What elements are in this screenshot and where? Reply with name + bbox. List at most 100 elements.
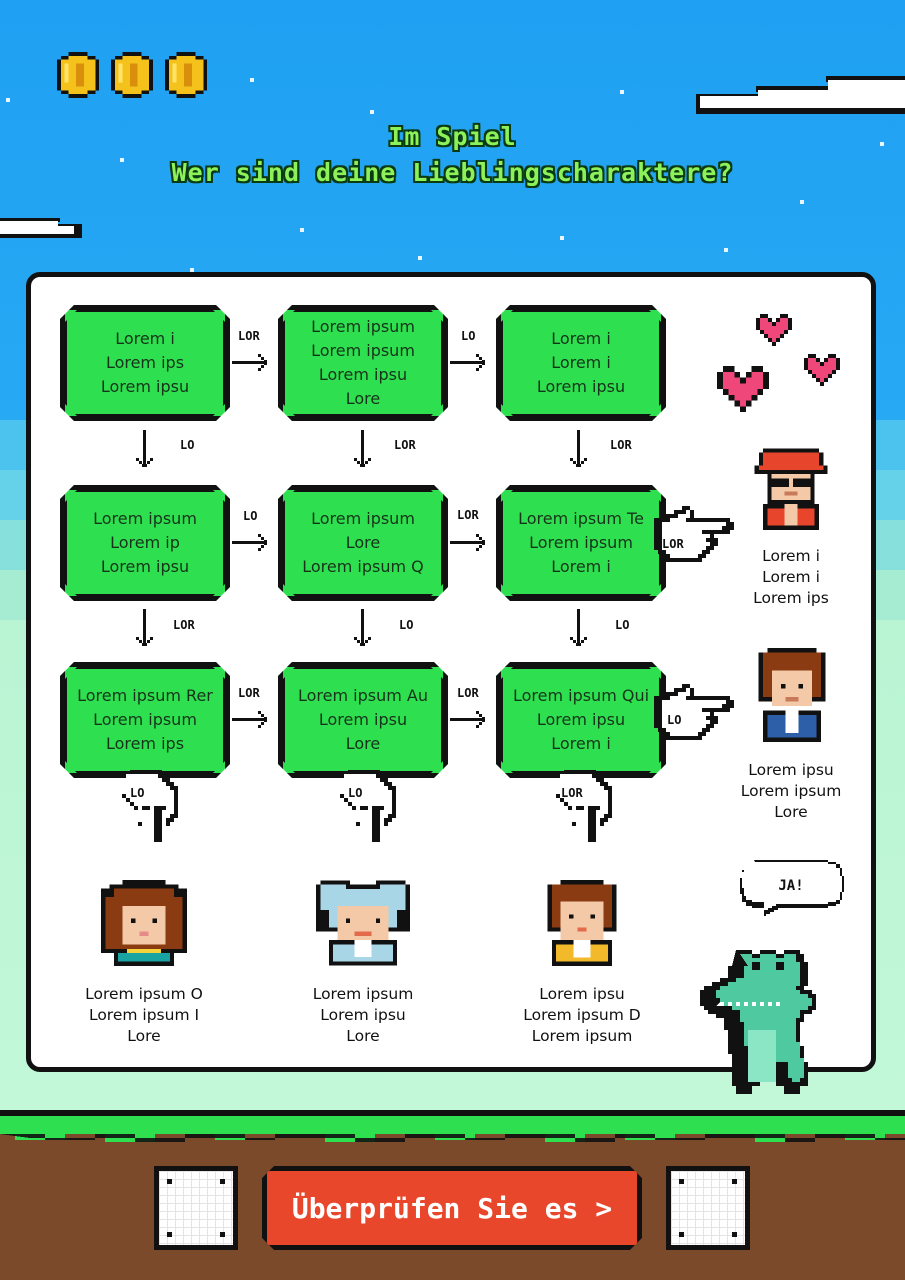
speech-bubble-text: JA! xyxy=(778,878,804,894)
flow-box-text: Lorem i xyxy=(551,329,611,348)
arrow-right-icon xyxy=(450,534,485,551)
check-it-button[interactable]: Überprüfen Sie es > xyxy=(262,1166,642,1250)
caption-line: Lorem i xyxy=(762,568,820,586)
connector-label: LOR xyxy=(610,438,632,452)
flow-box-text: Lorem ipsum xyxy=(93,710,197,729)
flow-box-9[interactable]: Lorem ipsum Qui Lorem ipsu Lorem i xyxy=(496,662,666,778)
flow-box-text: Lorem ipsum xyxy=(311,341,415,360)
star xyxy=(6,98,10,102)
connector-label: LOR xyxy=(238,686,260,700)
star xyxy=(190,268,194,272)
grandma-character-avatar xyxy=(316,880,410,966)
sunglasses-character-avatar xyxy=(754,448,828,530)
arrow-right-icon xyxy=(450,354,485,371)
heart-icon xyxy=(717,366,769,412)
arrow-down-icon xyxy=(354,430,371,467)
arrow-down-icon xyxy=(136,430,153,467)
flow-box-6[interactable]: Lorem ipsum Te Lorem ipsum Lorem i xyxy=(496,485,666,601)
flow-box-text: Lorem i xyxy=(551,734,611,753)
caption-line: Lorem ipsum xyxy=(531,1027,633,1045)
pointing-down-hand-icon xyxy=(122,770,178,842)
flow-box-text: Lorem ipsu xyxy=(536,377,626,396)
hand-label: LO xyxy=(348,786,363,800)
character-caption: Lorem ipsu Lorem ipsum Lore xyxy=(730,760,852,823)
flow-box-text: Lorem ipsum xyxy=(311,509,415,528)
flow-box-text: Lorem ipsum Rer xyxy=(77,686,213,705)
flow-box-text: Lorem ipsu xyxy=(100,377,190,396)
flow-box-text: Lorem ipsum Au xyxy=(298,686,428,705)
flow-box-1[interactable]: Lorem i Lorem ips Lorem ipsu xyxy=(60,305,230,421)
arrow-down-icon xyxy=(136,609,153,646)
connector-label: LO xyxy=(399,618,414,632)
flow-box-text: Lorem ipsum xyxy=(529,533,633,552)
flow-box-text: Lore xyxy=(345,734,381,753)
star xyxy=(800,200,804,204)
connector-label: LO xyxy=(615,618,630,632)
pointing-hand-icon xyxy=(654,684,734,740)
hand-label: LO xyxy=(667,713,682,727)
flow-box-text: Lorem ipsum xyxy=(93,509,197,528)
caption-line: Lorem ipsu xyxy=(320,1006,406,1024)
flow-box-7[interactable]: Lorem ipsum Rer Lorem ipsum Lorem ips xyxy=(60,662,230,778)
connector-label: LOR xyxy=(238,329,260,343)
flow-box-text: Lorem ips xyxy=(105,734,185,753)
caption-line: Lorem ipsum O xyxy=(85,985,203,1003)
flow-box-4[interactable]: Lorem ipsum Lorem ip Lorem ipsu xyxy=(60,485,230,601)
flow-box-text: Lorem i xyxy=(551,557,611,576)
caption-line: Lorem ipsum xyxy=(312,985,414,1003)
arrow-down-icon xyxy=(354,609,371,646)
long-hair-character-avatar xyxy=(101,880,187,966)
grass-edge xyxy=(0,1110,905,1118)
cloud-icon xyxy=(0,218,82,238)
flow-box-text: Lorem ipsu xyxy=(318,365,408,384)
pointing-down-hand-icon xyxy=(556,770,612,842)
caption-line: Lorem i xyxy=(762,547,820,565)
hand-label: LOR xyxy=(561,786,583,800)
caption-line: Lorem ipsum D xyxy=(523,1006,641,1024)
star xyxy=(560,236,564,240)
connector-label: LOR xyxy=(457,686,479,700)
arrow-right-icon xyxy=(232,711,267,728)
caption-line: Lorem ipsu xyxy=(539,985,625,1003)
caption-line: Lore xyxy=(774,803,808,821)
flow-box-text: Lorem ipsu xyxy=(536,710,626,729)
flow-box-5[interactable]: Lorem ipsum Lore Lorem ipsum Q xyxy=(278,485,448,601)
star xyxy=(418,256,422,260)
flow-box-text: Lorem ip xyxy=(110,533,180,552)
speech-bubble xyxy=(740,860,844,916)
flow-box-2[interactable]: Lorem ipsum Lorem ipsum Lorem ipsu Lore xyxy=(278,305,448,421)
star xyxy=(880,142,884,146)
caption-line: Lore xyxy=(127,1027,161,1045)
coin-icon xyxy=(56,52,100,98)
caption-line: Lorem ips xyxy=(753,589,829,607)
connector-label: LOR xyxy=(457,508,479,522)
star xyxy=(620,90,624,94)
connector-label: LOR xyxy=(394,438,416,452)
dice-tile-left xyxy=(154,1166,238,1250)
star xyxy=(120,158,124,162)
connector-label: LO xyxy=(180,438,195,452)
star xyxy=(724,248,728,252)
flow-box-text: Lore xyxy=(345,533,381,552)
flow-box-text: Lorem ipsum Qui xyxy=(512,686,650,705)
cloud-icon xyxy=(696,76,905,114)
grass-fringe xyxy=(0,1128,905,1142)
brown-hair-character-avatar xyxy=(758,648,826,742)
hand-label: LO xyxy=(130,786,145,800)
flow-box-text: Lorem i xyxy=(115,329,175,348)
caption-line: Lorem ipsu xyxy=(748,761,834,779)
flow-box-text: Lorem ipsum Te xyxy=(518,509,644,528)
pointing-down-hand-icon xyxy=(340,770,396,842)
caption-line: Lore xyxy=(346,1027,380,1045)
flow-box-text: Lore xyxy=(345,389,381,408)
flow-box-text: Lorem ipsum Q xyxy=(302,557,424,576)
flow-box-text: Lorem ipsum xyxy=(311,317,415,336)
flow-box-8[interactable]: Lorem ipsum Au Lorem ipsu Lore xyxy=(278,662,448,778)
connector-label: LO xyxy=(243,509,258,523)
star xyxy=(300,228,304,232)
flow-box-text: Lorem ipsu xyxy=(100,557,190,576)
arrow-right-icon xyxy=(232,354,267,371)
flow-box-3[interactable]: Lorem i Lorem i Lorem ipsu xyxy=(496,305,666,421)
star xyxy=(680,176,684,180)
